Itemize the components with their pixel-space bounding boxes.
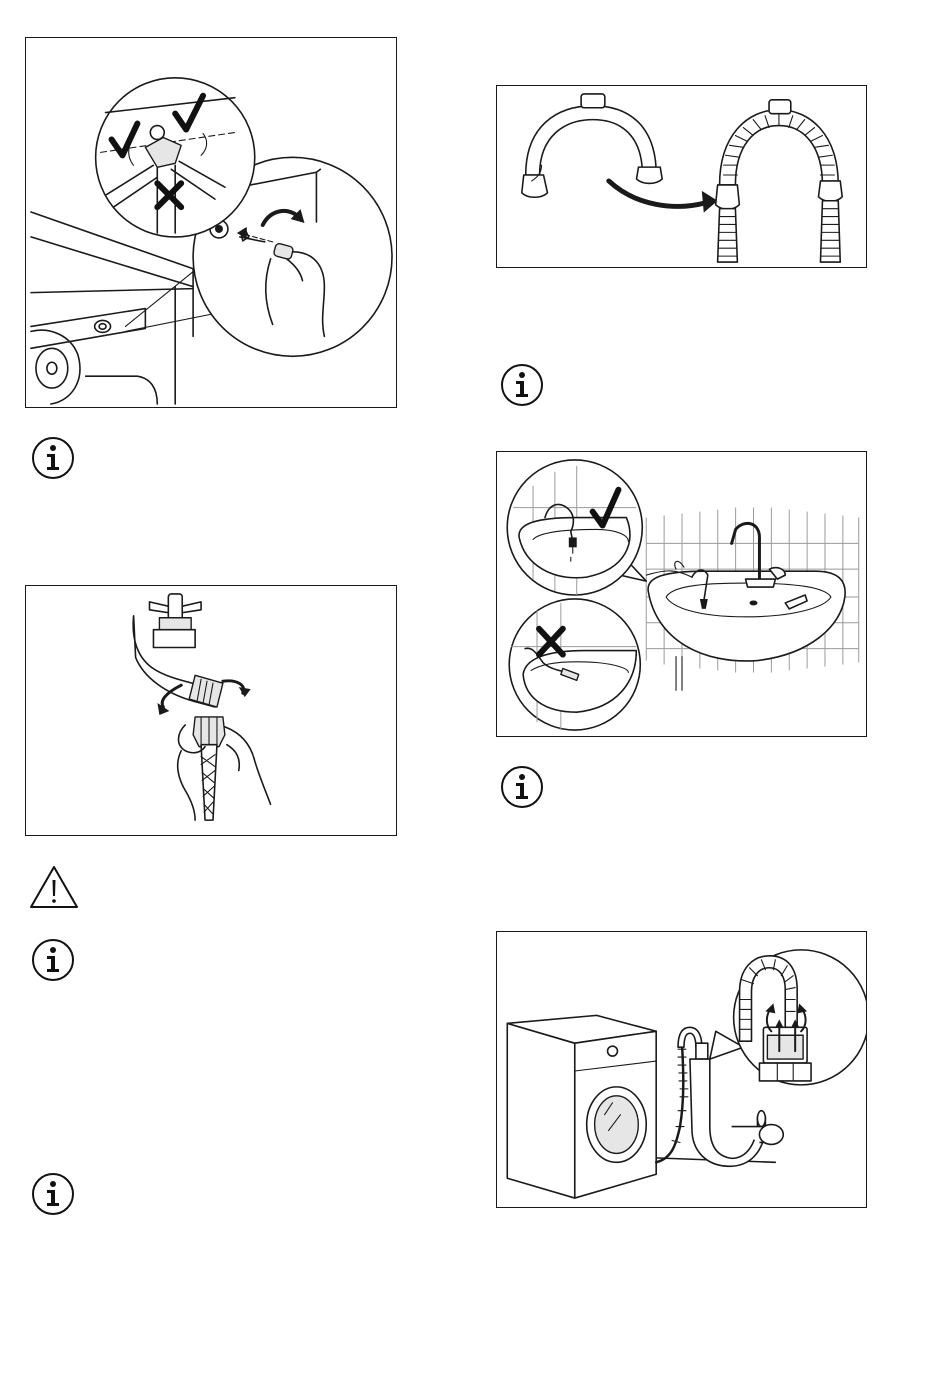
warning-icon (28, 864, 80, 910)
tap-connection-figure (25, 585, 397, 836)
standpipe-drain-figure (496, 931, 867, 1208)
info-icon (500, 765, 544, 809)
hose-angle-illustration (26, 38, 396, 407)
sink-drain-illustration (497, 452, 866, 736)
info-icon (31, 1172, 75, 1216)
info-icon (31, 436, 75, 480)
sink-drain-position-figure (496, 451, 867, 737)
info-icon (31, 938, 75, 982)
tap-connection-illustration (26, 586, 396, 835)
standpipe-drain-illustration (497, 932, 866, 1207)
u-piece-illustration (497, 86, 866, 267)
u-piece-hose-guide-figure (496, 85, 867, 268)
info-icon (500, 363, 544, 407)
hose-angle-and-filter-figure (25, 37, 397, 408)
